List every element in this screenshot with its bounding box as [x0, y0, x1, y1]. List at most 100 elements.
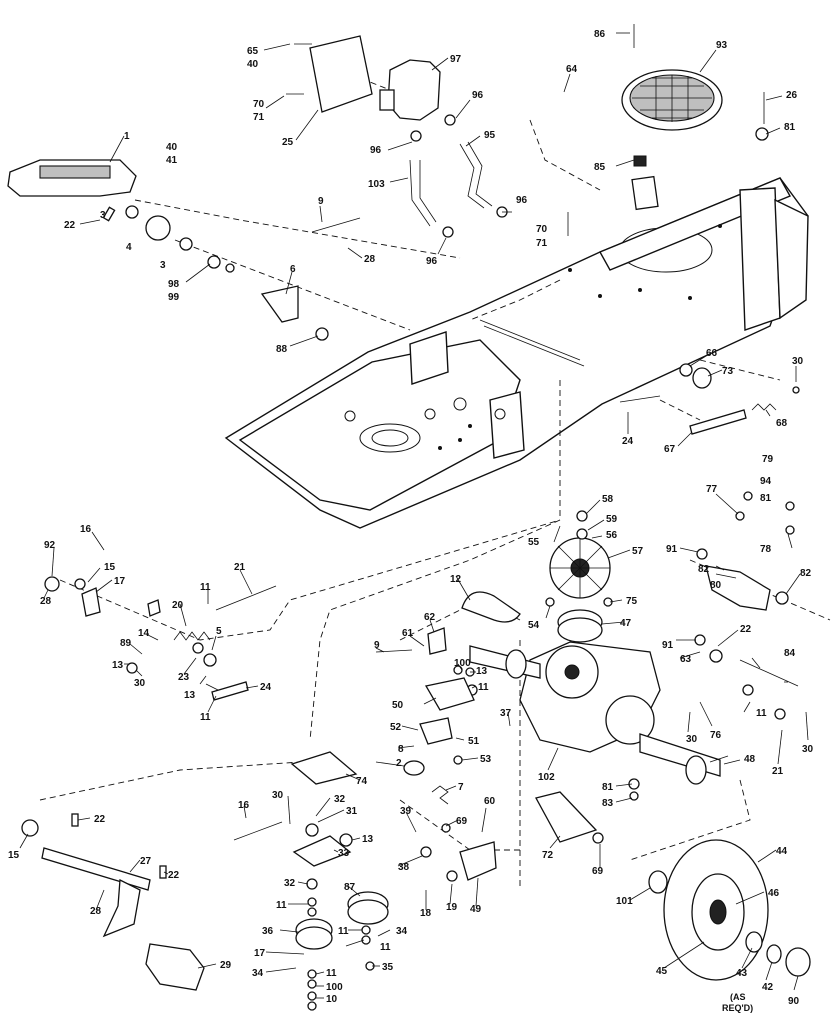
callout-66: 66 — [706, 348, 718, 359]
callout-21: 21 — [234, 562, 246, 573]
callout-70: 70 — [253, 99, 265, 110]
leader-lines — [19, 32, 809, 999]
callout-90: 90 — [788, 996, 800, 1007]
callout-11f: 11 — [338, 926, 349, 937]
note-as-line1: (AS — [730, 992, 746, 1002]
parts — [7, 24, 811, 1011]
callout-30: 30 — [792, 356, 804, 367]
callout-9b: 9 — [374, 640, 380, 651]
callout-62: 62 — [424, 612, 436, 623]
callout-30b: 30 — [134, 678, 146, 689]
callout-22b: 22 — [740, 624, 752, 635]
callout-22: 22 — [64, 220, 76, 231]
callout-11d: 11 — [756, 708, 767, 719]
callout-30c: 30 — [686, 734, 698, 745]
callout-80: 80 — [710, 580, 722, 591]
callout-96: 96 — [472, 90, 484, 101]
callout-91b: 91 — [662, 640, 674, 651]
callout-13c: 13 — [184, 690, 196, 701]
callout-84: 84 — [784, 648, 796, 659]
callout-17b: 17 — [254, 948, 266, 959]
callout-13d: 13 — [362, 834, 374, 845]
callout-11: 11 — [200, 582, 211, 593]
callout-37: 37 — [500, 708, 512, 719]
callout-28b: 28 — [40, 596, 52, 607]
callout-63: 63 — [680, 654, 692, 665]
callout-59: 59 — [606, 514, 618, 525]
callout-30e: 30 — [272, 790, 284, 801]
callout-93: 93 — [716, 40, 728, 51]
callout-3: 3 — [100, 210, 106, 221]
callout-16b: 16 — [238, 800, 250, 811]
callout-64: 64 — [566, 64, 578, 75]
callout-17: 17 — [114, 576, 126, 587]
callout-53: 53 — [480, 754, 492, 765]
callout-34: 34 — [396, 926, 408, 937]
callout-49: 49 — [470, 904, 482, 915]
callout-94: 94 — [760, 476, 772, 487]
callout-24b: 24 — [260, 682, 272, 693]
callout-11c: 11 — [200, 712, 211, 723]
callout-6: 6 — [290, 264, 296, 275]
callout-77: 77 — [706, 484, 718, 495]
callout-38: 38 — [398, 862, 410, 873]
callout-58: 58 — [602, 494, 614, 505]
callout-74: 74 — [356, 776, 368, 787]
callout-57: 57 — [632, 546, 644, 557]
callout-83: 83 — [602, 798, 614, 809]
callout-2: 2 — [396, 758, 402, 769]
callout-70b: 70 — [536, 224, 548, 235]
callout-26: 26 — [786, 90, 798, 101]
callout-13: 13 — [476, 666, 488, 677]
callout-21b: 21 — [772, 766, 784, 777]
callout-44: 44 — [776, 846, 788, 857]
callout-91: 91 — [666, 544, 678, 555]
callout-101: 101 — [616, 896, 633, 907]
callout-96b: 96 — [370, 145, 382, 156]
callout-11g: 11 — [380, 942, 391, 953]
note-as-line2: REQ'D) — [722, 1003, 753, 1013]
callout-76: 76 — [710, 730, 722, 741]
callout-7: 7 — [458, 782, 464, 793]
callout-50: 50 — [392, 700, 404, 711]
callout-11h: 11 — [326, 968, 337, 979]
callout-41: 41 — [166, 155, 178, 166]
callout-40b: 40 — [166, 142, 178, 153]
callout-13b: 13 — [112, 660, 124, 671]
callout-9: 9 — [318, 196, 324, 207]
callout-75: 75 — [626, 596, 638, 607]
callout-98: 98 — [168, 279, 180, 290]
callout-22d: 22 — [168, 870, 180, 881]
callout-42: 42 — [762, 982, 774, 993]
callout-100b: 100 — [326, 982, 343, 993]
callout-52: 52 — [390, 722, 402, 733]
callout-102: 102 — [538, 772, 555, 783]
callout-34b: 34 — [252, 968, 264, 979]
callout-96c: 96 — [516, 195, 528, 206]
callout-11e: 11 — [276, 900, 287, 911]
callout-51: 51 — [468, 736, 480, 747]
callout-10: 10 — [326, 994, 338, 1005]
callout-12: 12 — [450, 574, 462, 585]
callout-30d: 30 — [802, 744, 814, 755]
callout-8: 8 — [398, 744, 404, 755]
callout-18: 18 — [420, 908, 432, 919]
callout-69b: 69 — [592, 866, 604, 877]
callout-87: 87 — [344, 882, 356, 893]
callout-88: 88 — [276, 344, 288, 355]
callout-15b: 15 — [8, 850, 20, 861]
callout-45: 45 — [656, 966, 668, 977]
callout-28c: 28 — [90, 906, 102, 917]
callout-95: 95 — [484, 130, 496, 141]
callout-5: 5 — [216, 626, 222, 637]
callout-39: 39 — [400, 806, 412, 817]
chassis-frame — [224, 175, 809, 529]
callout-81c: 81 — [602, 782, 614, 793]
callout-55: 55 — [528, 537, 540, 548]
callout-14: 14 — [138, 628, 150, 639]
callout-20: 20 — [172, 600, 184, 611]
callout-32b: 32 — [284, 878, 296, 889]
callout-48: 48 — [744, 754, 756, 765]
callout-79: 79 — [762, 454, 774, 465]
